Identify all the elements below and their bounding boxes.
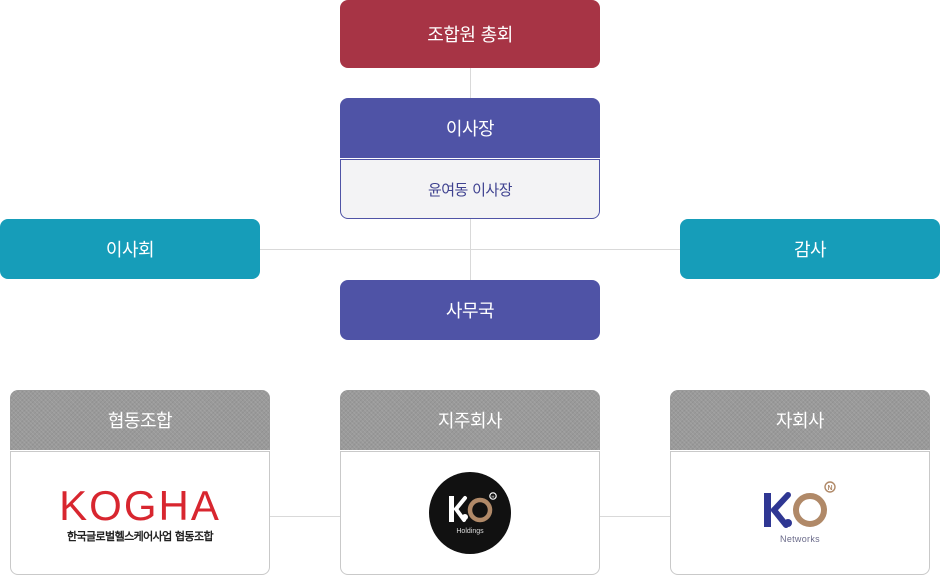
svg-text:H: H	[492, 494, 495, 499]
ko-holdings-sub: Holdings	[456, 528, 484, 535]
secretariat-label: 사무국	[445, 301, 495, 322]
audit-box: 감사	[680, 219, 940, 279]
chairman-title-label: 이사장	[445, 119, 495, 140]
connector-vertical-top	[470, 68, 471, 98]
kogha-logo: KOGHA 한국글로벌헬스케어사업 협동조합	[59, 482, 221, 544]
connector-horizontal-board-audit	[260, 249, 680, 250]
secretariat-box: 사무국	[340, 280, 600, 340]
ko-networks-sub: Networks	[780, 534, 820, 544]
general-assembly-box: 조합원 총회	[340, 0, 600, 68]
audit-label: 감사	[793, 240, 827, 261]
kogha-logo-subtitle: 한국글로벌헬스케어사업 협동조합	[66, 530, 214, 543]
ko-holdings-mark-icon: H	[449, 492, 497, 523]
subsidiary-header: 자회사	[670, 390, 930, 450]
ko-holdings-logo: H Holdings	[429, 472, 511, 554]
cooperative-label: 협동조합	[107, 411, 173, 432]
kogha-logo-word: KOGHA	[59, 482, 221, 529]
ko-networks-mark-icon: N	[764, 481, 836, 528]
kogha-logo-card: KOGHA 한국글로벌헬스케어사업 협동조합	[10, 451, 270, 575]
svg-text:N: N	[827, 485, 832, 492]
subsidiary-label: 자회사	[775, 411, 825, 432]
holding-header: 지주회사	[340, 390, 600, 450]
ko-networks-logo: N Networks	[750, 473, 850, 553]
holding-label: 지주회사	[437, 411, 503, 432]
connector-bottom-right	[600, 516, 670, 517]
chairman-name-box: 윤여동 이사장	[340, 159, 600, 219]
connector-bottom-left	[270, 516, 340, 517]
board-box: 이사회	[0, 219, 260, 279]
board-label: 이사회	[105, 240, 155, 261]
chairman-name-label: 윤여동 이사장	[427, 180, 513, 199]
chairman-box: 이사장	[340, 98, 600, 158]
ko-holdings-logo-card: H Holdings	[340, 451, 600, 575]
general-assembly-label: 조합원 총회	[427, 25, 513, 46]
cooperative-header: 협동조합	[10, 390, 270, 450]
ko-networks-logo-card: N Networks	[670, 451, 930, 575]
